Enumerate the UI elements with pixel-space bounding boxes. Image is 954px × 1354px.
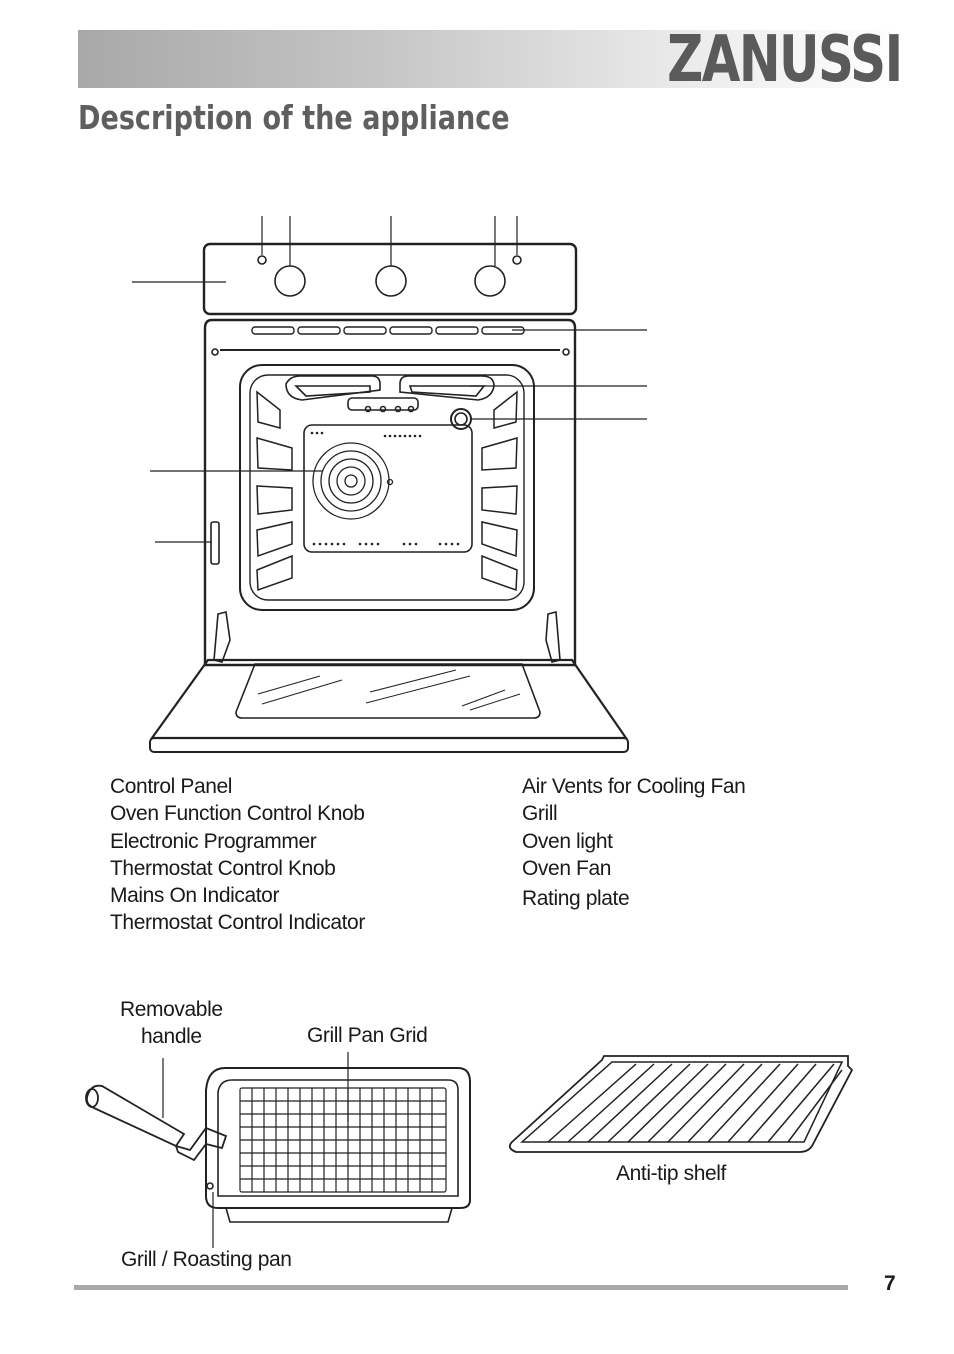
electronic-programmer bbox=[375, 265, 407, 297]
oven-fan bbox=[312, 442, 394, 520]
rating-plate bbox=[210, 521, 220, 565]
removable-handle bbox=[85, 1084, 228, 1162]
header-bar bbox=[78, 30, 902, 88]
leader-lines bbox=[132, 216, 647, 543]
oven-cavity bbox=[239, 364, 535, 611]
shelf-supports-right bbox=[481, 390, 518, 592]
grill-pan-grid-label: Grill Pan Grid bbox=[307, 1024, 428, 1047]
thermostat-indicator bbox=[512, 255, 522, 265]
back-panel-dots bbox=[310, 431, 460, 546]
brand-logo: ZANUSSI bbox=[667, 23, 904, 97]
roasting-pan bbox=[205, 1067, 471, 1223]
legend-item: Oven Fan bbox=[522, 856, 612, 880]
legend-item: Thermostat Control Indicator bbox=[110, 911, 365, 935]
page-title: Description of the appliance bbox=[78, 98, 510, 137]
legend-item: Air Vents for Cooling Fan bbox=[522, 775, 746, 798]
page-number: 7 bbox=[884, 1272, 896, 1295]
legend-item: Control Panel bbox=[110, 775, 233, 798]
anti-tip-shelf bbox=[508, 1055, 854, 1153]
legend-right-column: Air Vents for Cooling Fan Grill Oven lig… bbox=[522, 773, 746, 912]
anti-tip-shelf-label: Anti-tip shelf bbox=[616, 1162, 726, 1185]
legend-item: Electronic Programmer bbox=[110, 829, 317, 853]
legend-item: Mains On Indicator bbox=[110, 884, 280, 908]
accessory-leaders bbox=[162, 1052, 349, 1248]
oven-light bbox=[450, 408, 472, 430]
grill-pan-grid bbox=[239, 1087, 447, 1193]
shelf-supports-left bbox=[256, 390, 293, 592]
legend-item: Grill bbox=[522, 802, 558, 826]
legend-item: Rating plate bbox=[522, 887, 630, 911]
oven-door bbox=[149, 658, 629, 740]
removable-handle-label-line1: Removable bbox=[120, 998, 223, 1021]
oven-cabinet bbox=[203, 318, 577, 667]
oven-function-knob bbox=[274, 265, 306, 297]
air-vents bbox=[251, 326, 525, 335]
mains-on-indicator bbox=[257, 255, 267, 265]
removable-handle-label-line2: handle bbox=[141, 1025, 202, 1048]
grill-element bbox=[285, 375, 495, 413]
thermostat-knob bbox=[474, 265, 506, 297]
grill-roasting-pan-label: Grill / Roasting pan bbox=[121, 1248, 292, 1271]
legend-item: Thermostat Control Knob bbox=[110, 856, 336, 880]
legend-item: Oven Function Control Knob bbox=[110, 802, 365, 826]
back-panel bbox=[303, 424, 473, 553]
legend-left-column: Control Panel Oven Function Control Knob… bbox=[110, 773, 365, 937]
footer-rule bbox=[74, 1285, 848, 1290]
control-panel-outline bbox=[202, 242, 578, 316]
door-glass-reflections bbox=[257, 669, 521, 711]
legend-item: Oven light bbox=[522, 829, 613, 853]
